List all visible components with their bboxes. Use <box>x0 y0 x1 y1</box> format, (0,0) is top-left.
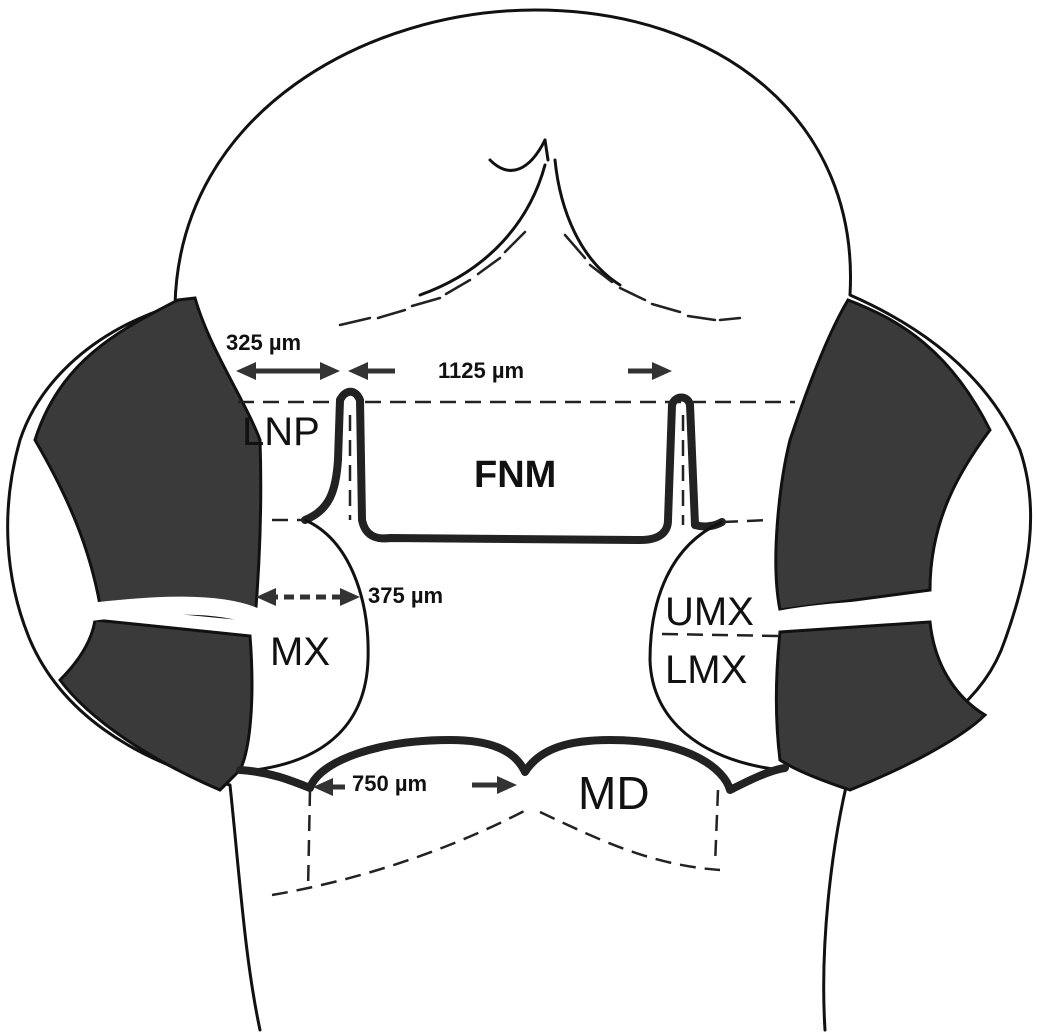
dash-md-right-diagonal <box>540 812 720 870</box>
label-umx: UMX <box>665 592 754 632</box>
snout-left-curve <box>420 165 545 295</box>
dash-md-right-vertical <box>715 790 718 865</box>
dash-md-left-diagonal <box>272 808 530 895</box>
arrow-325 <box>236 362 340 380</box>
snout-left-line <box>490 140 545 170</box>
arrow-375 <box>256 588 360 606</box>
measure-fnm-width: 1125 µm <box>438 360 524 382</box>
label-lmx: LMX <box>665 650 747 690</box>
left-eye-lower <box>60 620 252 790</box>
measure-md-width: 750 µm <box>352 773 427 795</box>
snout-stem <box>545 140 548 160</box>
snout-right-line <box>555 160 620 285</box>
dash-right-mid <box>722 520 770 522</box>
label-lnp: LNP <box>242 412 320 452</box>
dash-umx-lmx <box>662 634 780 636</box>
measure-mx-width: 375 µm <box>368 585 443 607</box>
label-md: MD <box>578 770 650 816</box>
measure-lnp-width: 325 µm <box>226 332 301 354</box>
fur-right <box>565 235 740 320</box>
label-fnm: FNM <box>474 456 556 494</box>
dash-md-left-vertical <box>308 790 310 890</box>
right-eye-upper <box>776 300 990 610</box>
label-mx: MX <box>270 632 330 672</box>
right-mx-outline <box>650 522 780 770</box>
right-eye-gap <box>778 608 935 620</box>
left-eye-gap <box>90 606 258 618</box>
right-eye-lower <box>776 622 985 790</box>
